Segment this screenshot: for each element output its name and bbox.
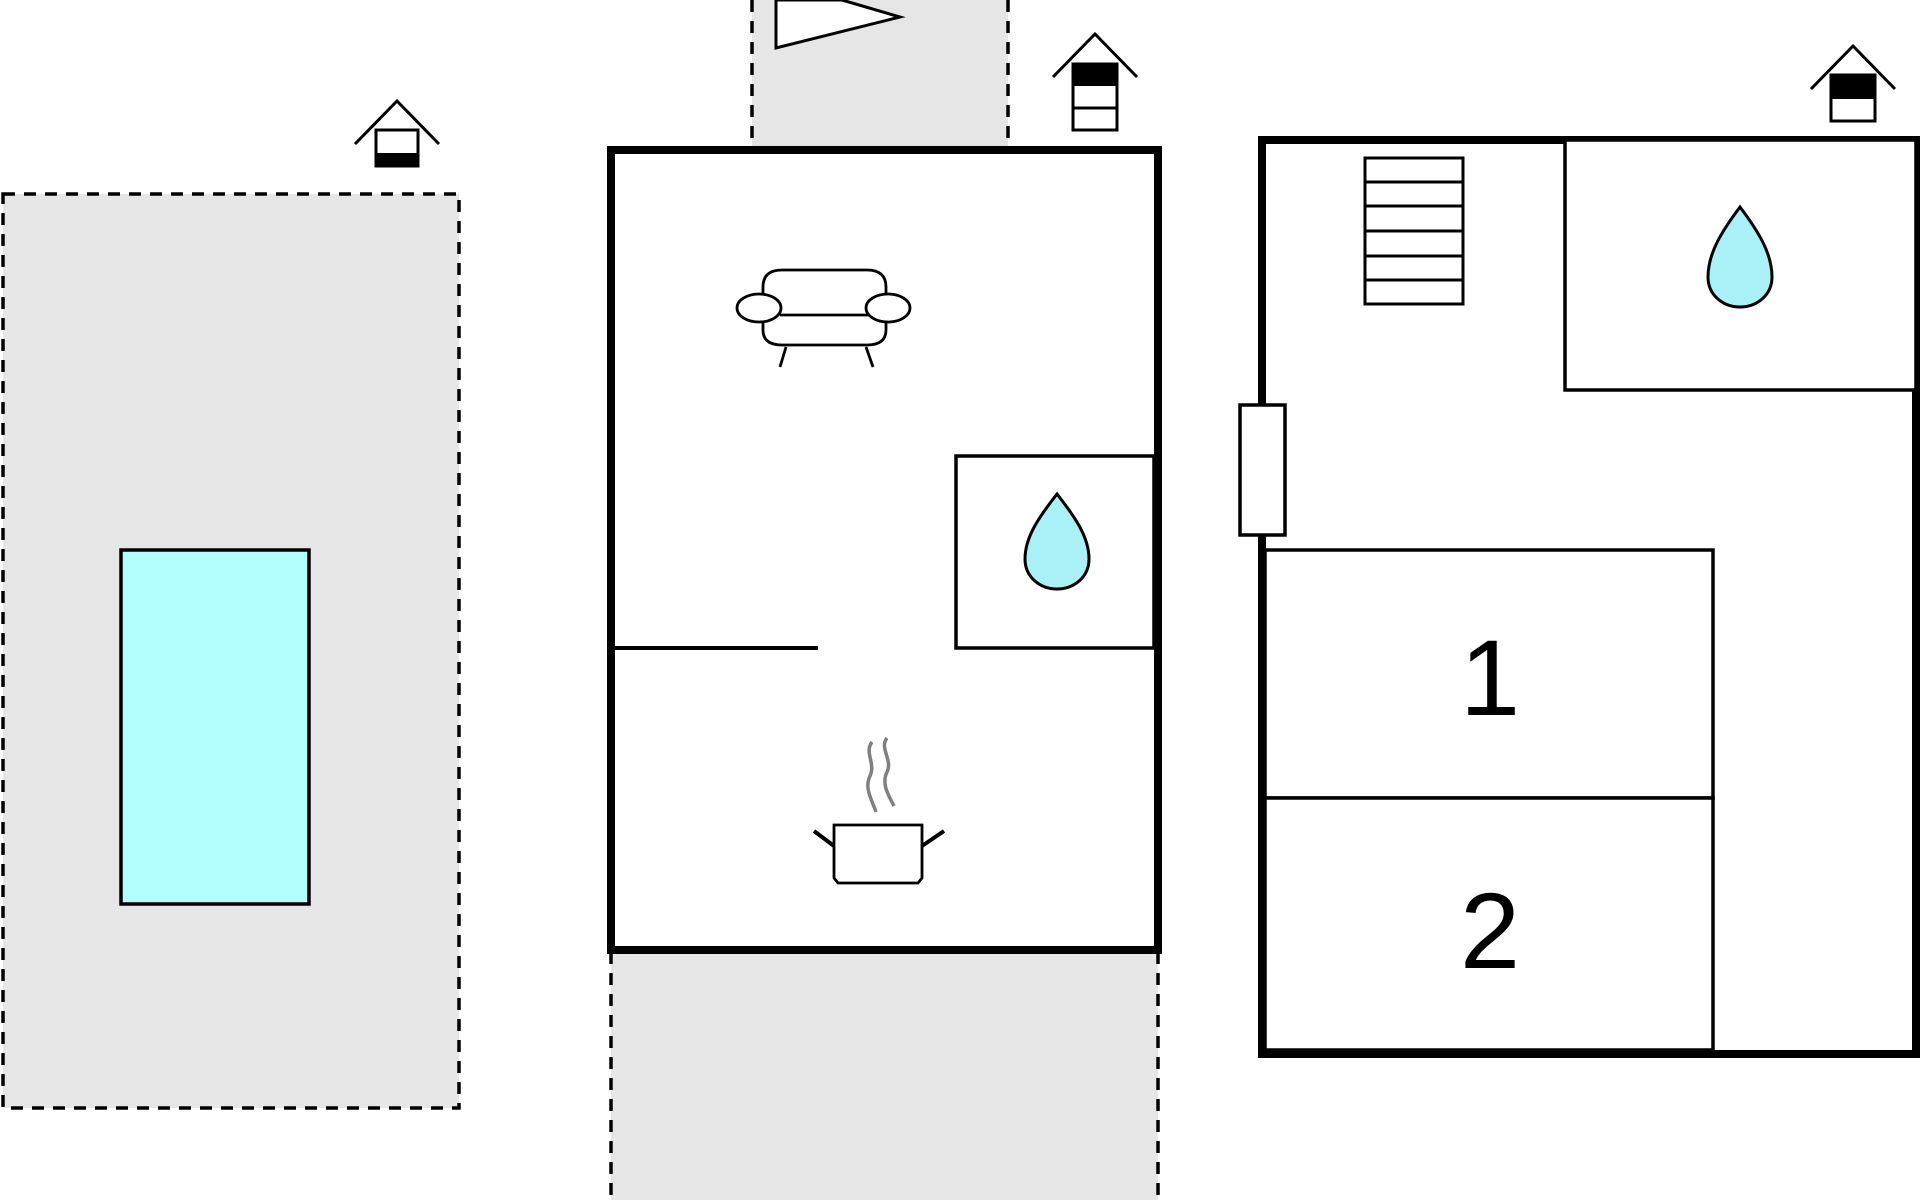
water-drop-icon: [1023, 491, 1091, 591]
bedroom-1-label: 1: [1460, 617, 1520, 738]
pool: [119, 548, 311, 906]
house-level-icon: [1051, 31, 1139, 132]
house-level-icon: [1809, 43, 1897, 123]
water-drop-icon: [1706, 204, 1774, 309]
terrace-south: [611, 952, 1158, 1200]
outdoor-area: [1, 98, 461, 1110]
stairs-icon: [1363, 156, 1465, 306]
cooking-pot-icon: [812, 736, 946, 885]
house-level-icon: [353, 98, 441, 168]
sofa-icon: [735, 268, 912, 368]
bedroom-1: [1263, 548, 1715, 800]
window: [1238, 403, 1287, 537]
bedroom-2: [1263, 796, 1715, 1052]
ground-floor: [607, 0, 1162, 1200]
upper-floor: 1 2: [1238, 43, 1920, 1058]
bedroom-2-label: 2: [1460, 870, 1520, 991]
entrance-arrow-icon: [774, 0, 906, 50]
